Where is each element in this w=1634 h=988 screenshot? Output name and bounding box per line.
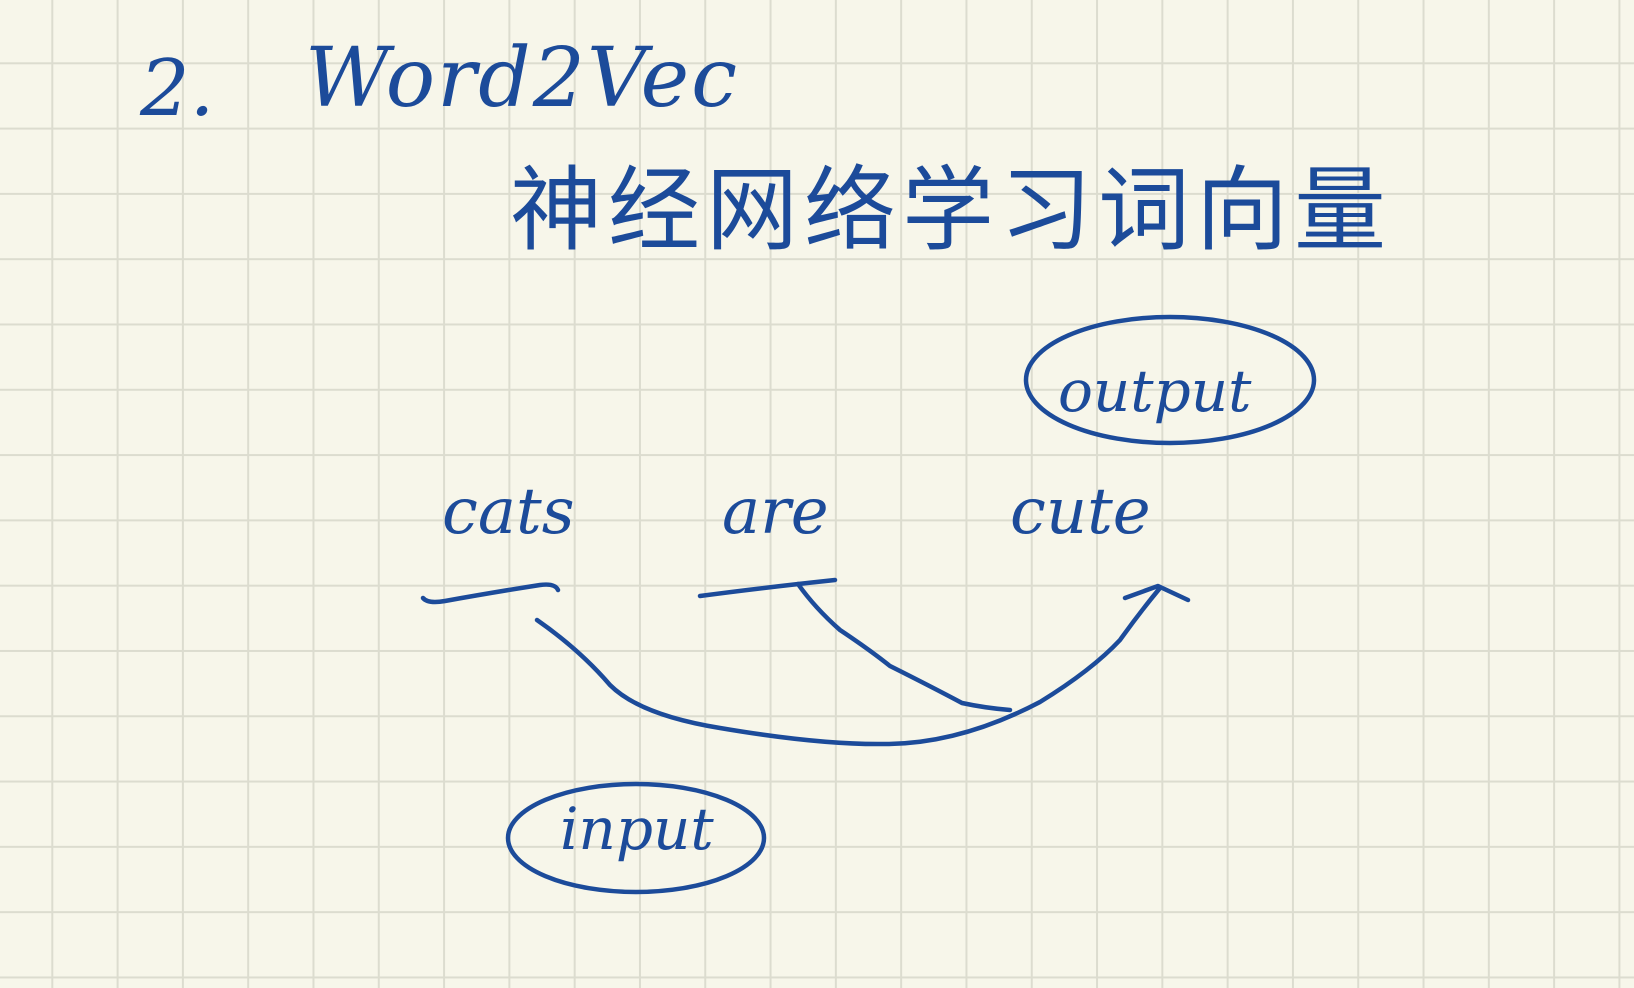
subtitle: 神经网络学习词向量 xyxy=(510,157,1393,264)
word-are: are xyxy=(722,475,829,549)
input-label: input xyxy=(560,795,714,863)
input-bubble xyxy=(505,781,767,895)
word-cats-underline xyxy=(420,582,561,605)
output-label: output xyxy=(1058,357,1252,425)
word-are-underline xyxy=(697,577,838,599)
arrow-cats-to-cute xyxy=(534,585,1163,747)
arrow-are-to-cute xyxy=(795,581,1013,713)
output-bubble xyxy=(1023,314,1317,446)
section-title: Word2Vec xyxy=(305,31,740,126)
word-cute-target-mark xyxy=(1122,583,1191,603)
word-cute: cute xyxy=(1010,475,1151,549)
word-cats: cats xyxy=(442,475,575,549)
section-number: 2. xyxy=(140,44,215,134)
